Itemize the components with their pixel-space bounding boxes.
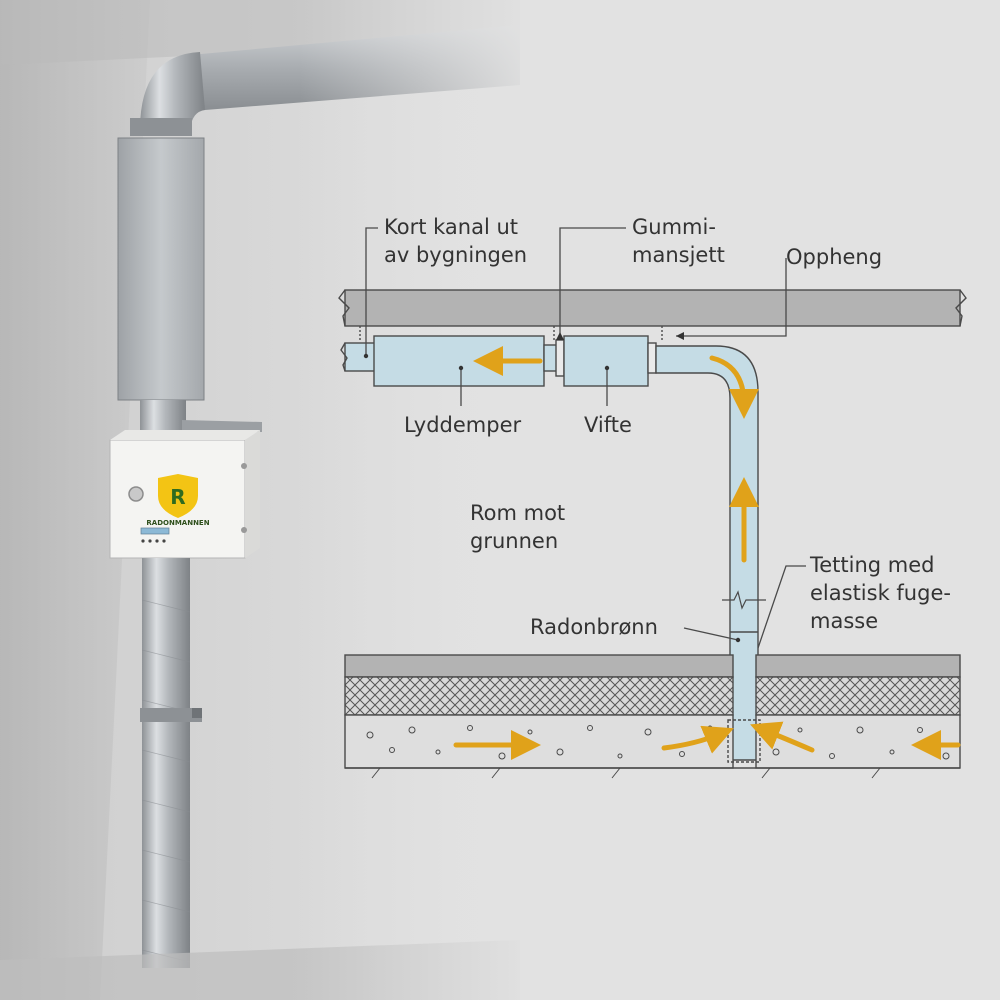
radonmannen-logo: R [158, 474, 198, 518]
leader-arrowhead [556, 332, 564, 340]
leader-dot [604, 365, 610, 371]
technical-drawing [338, 289, 967, 779]
label-rubber-1: Gummi- [632, 215, 716, 239]
break-mark [955, 289, 967, 327]
duct-elbow [140, 52, 205, 135]
insulation-left [344, 676, 734, 716]
pipe-clamp [140, 708, 202, 722]
leader-short-duct [365, 227, 378, 356]
leader-radon-well [683, 627, 739, 641]
logo-letter: R [170, 485, 185, 509]
leader-dot [735, 637, 741, 643]
insulation-right [755, 676, 961, 716]
arrow-elbow [709, 355, 759, 419]
wall-corner-shadow [0, 0, 150, 1000]
break-mark [340, 342, 348, 372]
silencer-box [117, 137, 205, 401]
logo-shield [158, 474, 198, 518]
leader-rubber-sleeve [559, 227, 626, 340]
clamp-bracket [192, 708, 202, 718]
label-short-duct-1: Kort kanal ut [384, 215, 518, 239]
leader-dot [363, 353, 369, 359]
labels: Kort kanal ut av bygningen Gummi- mansje… [384, 215, 951, 639]
leader-arrowhead [676, 332, 684, 340]
label-rubber-2: mansjett [632, 243, 725, 267]
screw [241, 527, 247, 533]
label-short-duct-2: av bygningen [384, 243, 527, 267]
label-silencer: Lyddemper [404, 413, 521, 437]
radon-fan-unit: R RADONMANNEN [109, 430, 260, 559]
label-radon-well: Radonbrønn [530, 615, 658, 639]
label-sealing-2: elastisk fuge- [810, 581, 951, 605]
label-sealing-1: Tetting med [809, 553, 935, 577]
spiral-seams [141, 599, 191, 963]
rubber-sleeve-2 [647, 342, 657, 374]
screw [241, 463, 247, 469]
gravel-left [344, 714, 734, 769]
arrow-into-well-right [750, 721, 815, 753]
short-duct [344, 342, 376, 372]
airflow-arrows [453, 346, 961, 760]
fan [563, 335, 649, 387]
installation-photo: R RADONMANNEN [0, 0, 540, 1000]
arrow-into-well-left [661, 725, 734, 754]
leader-lines [365, 227, 806, 649]
duct-clamp [130, 118, 192, 136]
ground-hatch [371, 767, 881, 779]
display [140, 527, 170, 535]
wall-bracket [182, 420, 262, 432]
break-mark [338, 289, 350, 327]
ceiling-slab [344, 289, 961, 327]
leader-sealing [757, 565, 806, 649]
riser-pipe [142, 558, 190, 968]
leader-hanger [676, 258, 787, 337]
leader-dot [458, 365, 464, 371]
label-sealing-3: masse [810, 609, 878, 633]
label-room-2: grunnen [470, 529, 558, 553]
floor-slab-right [755, 654, 961, 678]
label-hanger: Oppheng [786, 245, 882, 269]
fan-unit-top [110, 430, 260, 440]
brand-name: RADONMANNEN [146, 519, 209, 527]
rubber-sleeve [555, 339, 565, 377]
label-fan: Vifte [584, 413, 632, 437]
floor-slab-left [344, 654, 734, 678]
fan-unit-side [245, 430, 260, 558]
control-buttons [141, 539, 166, 543]
key-switch [128, 486, 144, 502]
duct-break-mark [722, 590, 766, 610]
label-room-1: Rom mot [470, 501, 565, 525]
photo-fade [300, 0, 540, 1000]
